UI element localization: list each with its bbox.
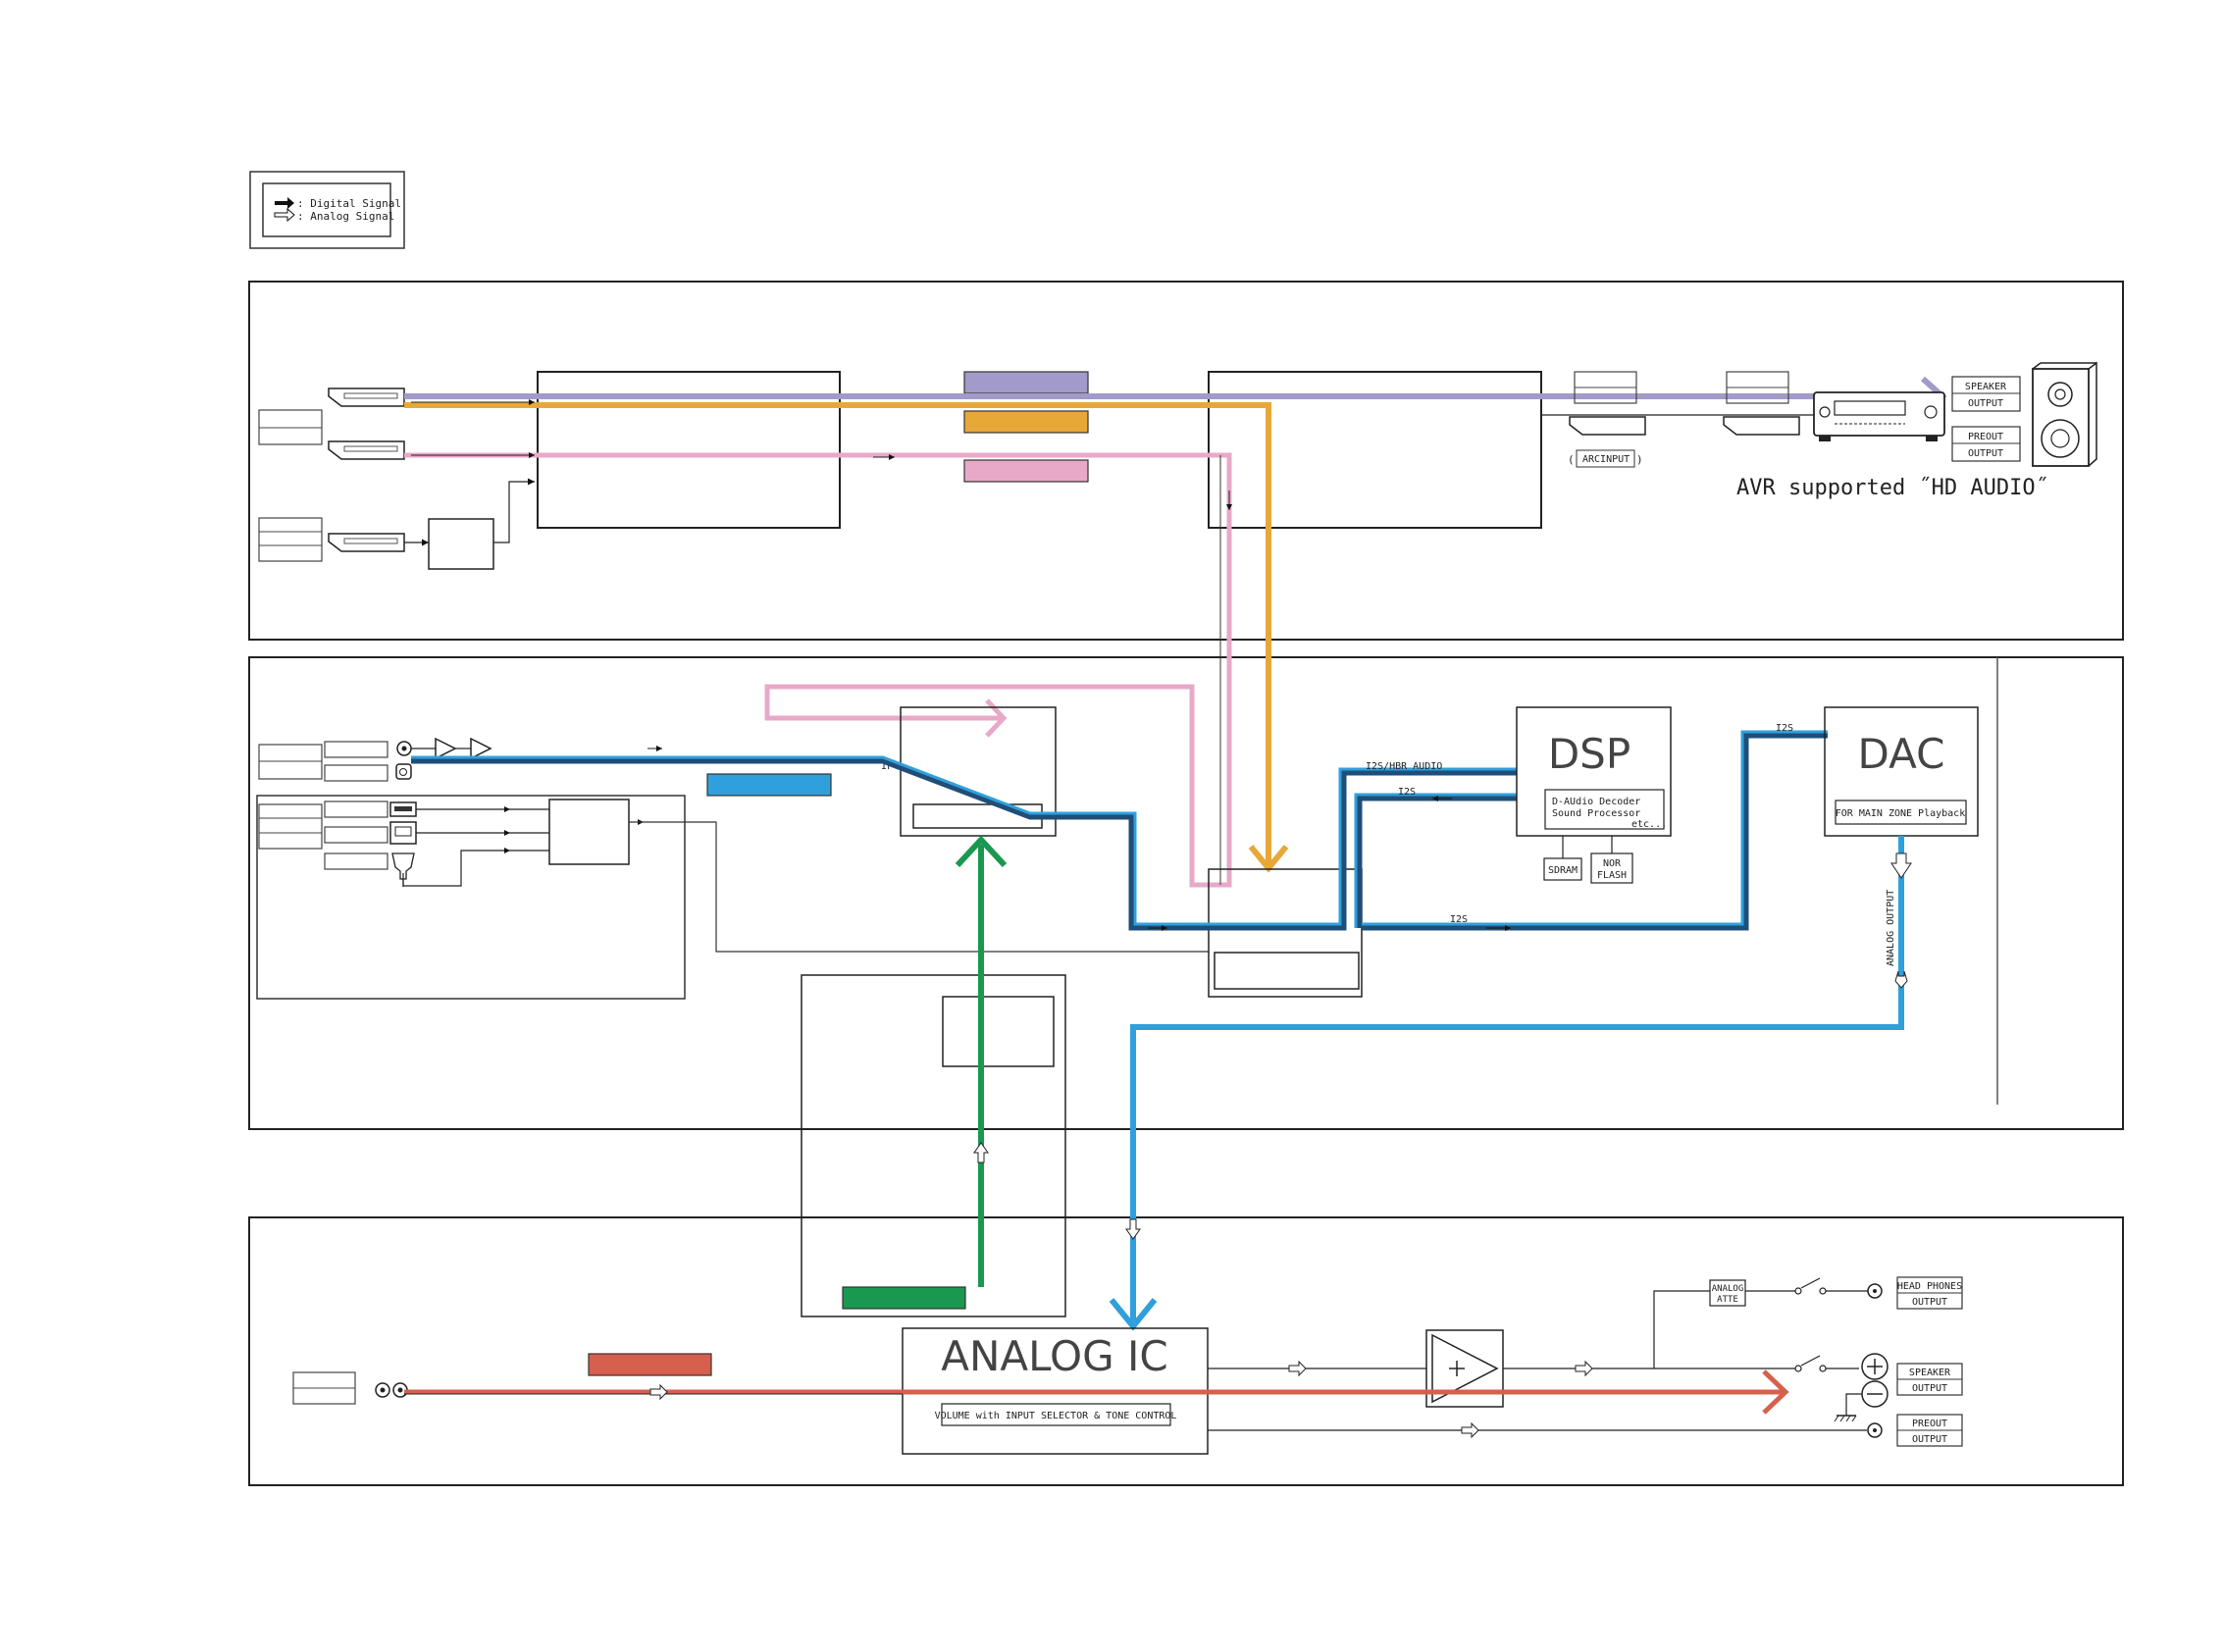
hdmi-orange-path: [404, 402, 1271, 868]
analog-output-label: ANALOG OUTPUT: [1886, 890, 1896, 966]
i2s-hbr-label: I2S/HBR AUDIO: [1366, 761, 1442, 772]
headphone-switch: [1800, 1277, 1821, 1289]
hdmi-signal-pink-tag: [963, 459, 1089, 483]
i2s-label-a: I2S: [1398, 787, 1416, 798]
analog-signal-red-tag: [588, 1353, 712, 1376]
hdmi-arc-connector-icon: [1569, 416, 1646, 436]
hdmi-connector-icon: [328, 533, 405, 552]
preout-label-1: PREOUT: [1912, 1419, 1947, 1429]
headphone-jack-icon: [1867, 1283, 1883, 1299]
avr-speaker-label-1: SPEAKER: [1965, 382, 2007, 392]
sdram-label: SDRAM: [1548, 865, 1578, 876]
i2s-label-c: I2S: [1776, 723, 1793, 734]
buffer-amp-icon: [435, 737, 457, 760]
hdmi-connector-icon: [328, 387, 405, 407]
hdmi-inputs: [258, 387, 405, 562]
section-digital: [248, 656, 2124, 1130]
headphones-label-2: OUTPUT: [1912, 1297, 1947, 1308]
input-selector-block: [900, 706, 1057, 837]
digital-signal-blue-tag: [706, 773, 832, 797]
arc-input-label: ARCINPUT: [1582, 454, 1630, 465]
preout-jack-icon: [1867, 1422, 1883, 1438]
speaker-relay-switch: [1800, 1355, 1821, 1367]
dac-sub: FOR MAIN ZONE Playback: [1836, 808, 1965, 819]
dsp-sub-3: etc...: [1631, 819, 1667, 830]
hdmi-connector-icon: [1723, 416, 1800, 436]
analog-atte-label-1: ANALOG: [1712, 1284, 1744, 1294]
dsp-block: [1516, 706, 1672, 837]
digital-arrow-icon: [275, 197, 294, 209]
avr-preout-label-2: OUTPUT: [1968, 448, 2003, 459]
legend-digital-label: : Digital Signal: [297, 197, 401, 210]
speaker-icon: [2032, 361, 2097, 467]
optical-jack-icon: [395, 763, 412, 780]
analog-ic-sub: VOLUME with INPUT SELECTOR & TONE CONTRO…: [935, 1411, 1177, 1421]
hdmi-signal-purple-tag: [963, 371, 1089, 394]
section-analog: [248, 1216, 2124, 1486]
legend: : Digital Signal : Analog Signal: [249, 171, 405, 249]
section-hdmi: [248, 281, 2124, 641]
network-processor-block: [548, 799, 630, 865]
avr-speaker-label-2: OUTPUT: [1968, 398, 2003, 409]
arc-paren-open: (: [1568, 453, 1575, 466]
nor-flash-block: [1590, 852, 1633, 884]
antenna-icon: [391, 852, 415, 880]
nor-label-2: FLASH: [1597, 870, 1627, 881]
speaker-output-label-1: SPEAKER: [1909, 1368, 1951, 1378]
rca-jack-icon: [375, 1382, 390, 1398]
if-label: IF: [881, 761, 893, 772]
hdmi-transmitter-block: [1208, 371, 1542, 529]
lan-port-icon: [389, 821, 417, 845]
digital-dark-path: [411, 758, 1517, 931]
hdmi-receiver-block: [537, 371, 841, 529]
hdmi-pink-path: [404, 452, 1232, 888]
dsp-title: DSP: [1548, 730, 1630, 778]
i2s-label-b: I2S: [1450, 914, 1468, 925]
hdmi-sub-block: [428, 518, 494, 570]
hdmi-signal-orange-tag: [963, 410, 1089, 434]
digital-blue-path: [411, 755, 1517, 926]
dac-analog-blue-path: [1130, 836, 1904, 1326]
tuner-module: [801, 974, 1066, 1317]
nor-label-1: NOR: [1603, 858, 1622, 869]
preout-label-2: OUTPUT: [1912, 1434, 1947, 1445]
interface-block: [1208, 868, 1363, 998]
analog-atte-block: [1709, 1279, 1746, 1307]
amplifier-icon: [1431, 1333, 1499, 1404]
avr-caption: AVR supported ˝HD AUDIO˝: [1736, 476, 2048, 500]
legend-analog-label: : Analog Signal: [297, 210, 394, 223]
speaker-output-label-2: OUTPUT: [1912, 1383, 1947, 1394]
avr-preout-label-1: PREOUT: [1968, 432, 2003, 442]
analog-arrow-icon: [274, 207, 295, 223]
arc-paren-close: ): [1636, 453, 1643, 466]
speaker-terminal-plus-icon: [1861, 1353, 1889, 1380]
analog-atte-label-2: ATTE: [1717, 1295, 1738, 1305]
analog-ic-title: ANALOG IC: [941, 1332, 1167, 1380]
headphones-label-1: HEAD PHONES: [1897, 1281, 1962, 1292]
dsp-sub-2: Sound Processor: [1552, 808, 1640, 819]
dsp-sub-1: D-AUdio Decoder: [1552, 797, 1640, 807]
sdram-block: [1543, 857, 1582, 881]
analog-signal-green-tag: [842, 1286, 966, 1310]
dac-title: DAC: [1858, 730, 1945, 778]
digital-inputs: [258, 737, 492, 782]
avr-receiver-icon: [1813, 391, 1945, 441]
network-usb-module: [256, 795, 686, 1000]
hdmi-connector-icon: [328, 440, 405, 460]
buffer-amp-icon: [470, 737, 492, 760]
